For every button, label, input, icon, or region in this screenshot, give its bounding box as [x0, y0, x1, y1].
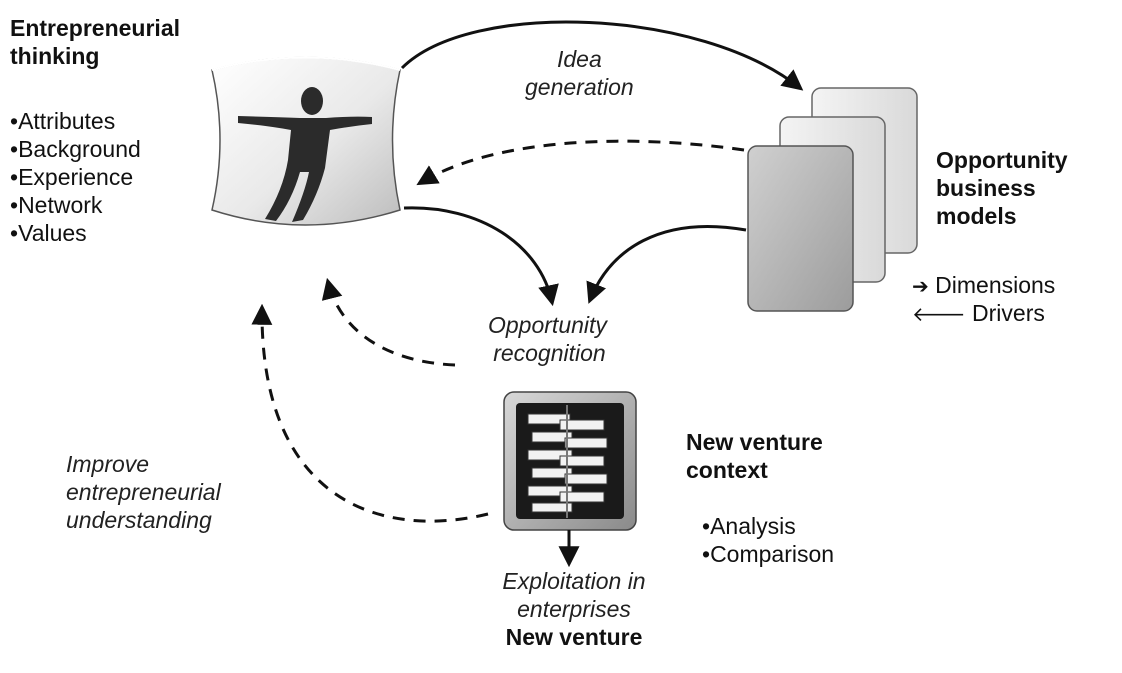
improve-line2: entrepreneurial [66, 479, 221, 506]
list-item: Attributes [10, 107, 141, 135]
idea-line1: Idea [556, 46, 602, 72]
entrepreneurial-title-line1: Entrepreneurial [10, 15, 180, 41]
idea-line2: generation [525, 74, 634, 101]
venture-context-list: Analysis Comparison [702, 512, 834, 568]
person-icon [211, 56, 401, 226]
dimensions-label: Dimensions [935, 272, 1056, 298]
entrepreneurial-title-line2: thinking [10, 43, 100, 70]
context-title-line2: context [686, 457, 768, 484]
drivers-label: Drivers [972, 300, 1045, 327]
idea-generation-arrow [400, 20, 804, 91]
drivers-item: 🡐 Drivers [912, 299, 1055, 327]
dimensions-item: ➔ Dimensions [912, 271, 1055, 299]
dimensions-drivers-list: ➔ Dimensions 🡐 Drivers [912, 271, 1055, 327]
opportunity-title-line3: models [936, 203, 1017, 230]
exploitation-line1: Exploitation in [502, 568, 646, 594]
opportunity-title-line1: Opportunity [936, 147, 1068, 173]
recognition-line1: Opportunity [488, 312, 607, 338]
right-arrow-icon: ➔ [912, 274, 929, 298]
improve-understanding-arrow [251, 303, 489, 523]
stacked-pages-icon [747, 87, 918, 312]
list-item: Network [10, 191, 141, 219]
new-venture-label: New venture [505, 624, 643, 651]
entrepreneurial-thinking-title: Entrepreneurial thinking [10, 14, 180, 70]
improve-understanding-label: Improve entrepreneurial understanding [66, 450, 221, 534]
opportunity-title-line2: business [936, 175, 1036, 202]
improve-line1: Improve [66, 451, 150, 477]
opportunity-to-recognition-arrow [586, 225, 747, 304]
opportunity-recognition-label: Opportunity recognition [488, 311, 607, 367]
list-item: Experience [10, 163, 141, 191]
recognition-line2: recognition [493, 340, 606, 367]
list-item: Background [10, 135, 141, 163]
exploitation-line2: enterprises [517, 596, 631, 623]
gear-stack-icon [503, 391, 637, 531]
idea-generation-label: Idea generation [525, 45, 634, 101]
list-item: Comparison [702, 540, 834, 568]
list-item: Analysis [702, 512, 834, 540]
left-arrow-icon: 🡐 [912, 302, 966, 327]
improve-line3: understanding [66, 507, 212, 534]
list-item: Values [10, 219, 141, 247]
exploitation-block: Exploitation in enterprises New venture [476, 567, 672, 651]
opportunity-business-models-title: Opportunity business models [936, 146, 1068, 230]
recognition-back-arrow [321, 277, 456, 367]
context-title-line1: New venture [686, 429, 823, 455]
entrepreneur-to-recognition-arrow [403, 206, 559, 307]
new-venture-context-title: New venture context [686, 428, 823, 484]
entrepreneur-attributes-list: Attributes Background Experience Network… [10, 107, 141, 247]
feedback-arrow-to-entrepreneur [416, 139, 745, 186]
arrows [251, 20, 804, 568]
